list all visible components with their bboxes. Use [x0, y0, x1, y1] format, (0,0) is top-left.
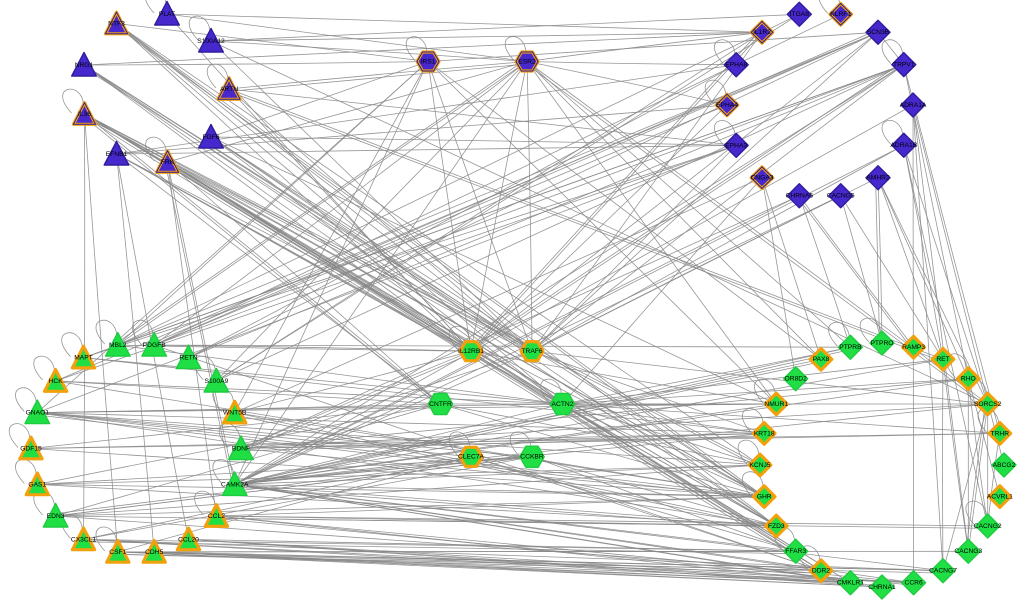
svg-text:ESR2: ESR2 — [518, 58, 536, 65]
svg-text:IL12RB1: IL12RB1 — [458, 348, 484, 355]
svg-text:ADRA1A: ADRA1A — [900, 102, 927, 109]
svg-text:CSF1: CSF1 — [109, 549, 126, 556]
svg-text:ARTN: ARTN — [220, 86, 238, 93]
svg-text:FZD3: FZD3 — [768, 523, 785, 530]
svg-text:CNGA3: CNGA3 — [750, 175, 773, 182]
svg-text:CACNG2: CACNG2 — [974, 523, 1002, 530]
svg-text:PAX8: PAX8 — [813, 356, 830, 363]
svg-text:FRK: FRK — [161, 159, 175, 166]
svg-text:CLEC7A: CLEC7A — [458, 454, 485, 461]
svg-text:MAPT: MAPT — [74, 355, 93, 362]
svg-text:NRG1: NRG1 — [75, 62, 94, 69]
svg-text:EDN3: EDN3 — [47, 513, 65, 520]
svg-text:PLAT: PLAT — [159, 11, 175, 18]
svg-text:S100A9: S100A9 — [204, 378, 228, 385]
svg-text:WNT5B: WNT5B — [223, 410, 247, 417]
svg-text:CNTFR: CNTFR — [429, 401, 452, 408]
svg-text:CACNG3: CACNG3 — [954, 548, 982, 555]
svg-text:TRHR: TRHR — [991, 430, 1010, 437]
svg-text:PTPRO: PTPRO — [870, 340, 893, 347]
svg-text:IRS1: IRS1 — [421, 58, 436, 65]
svg-text:NMUR1: NMUR1 — [764, 401, 788, 408]
svg-text:RHO: RHO — [961, 376, 976, 383]
svg-text:KCNJ5: KCNJ5 — [749, 462, 770, 469]
svg-text:HCK: HCK — [49, 378, 64, 385]
svg-text:BDNF: BDNF — [232, 445, 250, 452]
svg-text:ABCG2: ABCG2 — [993, 462, 1016, 469]
svg-text:EPHA4: EPHA4 — [716, 102, 738, 109]
svg-text:SORCS2: SORCS2 — [974, 401, 1002, 408]
svg-text:IL1R2: IL1R2 — [753, 29, 771, 36]
svg-text:ACVRL1: ACVRL1 — [987, 494, 1013, 501]
svg-text:NTF3: NTF3 — [108, 20, 125, 27]
svg-text:EFNB1: EFNB1 — [106, 151, 128, 158]
svg-text:KLRF1: KLRF1 — [830, 11, 851, 18]
svg-text:CACNG7: CACNG7 — [929, 568, 957, 575]
svg-text:S100A12: S100A12 — [197, 38, 225, 45]
svg-text:SCN3B: SCN3B — [867, 29, 890, 36]
svg-text:CX3CL1: CX3CL1 — [71, 536, 97, 543]
svg-text:CCR6: CCR6 — [904, 580, 922, 587]
svg-text:CHRNA1: CHRNA1 — [868, 584, 896, 591]
svg-text:AMHR2: AMHR2 — [866, 175, 890, 182]
svg-text:KRT18: KRT18 — [754, 430, 775, 437]
svg-text:CCKBR: CCKBR — [520, 454, 544, 461]
svg-text:ADRA1B: ADRA1B — [890, 142, 917, 149]
svg-text:EPHA8: EPHA8 — [725, 62, 747, 69]
svg-text:FGF6: FGF6 — [202, 134, 219, 141]
svg-text:CCL2: CCL2 — [208, 513, 225, 520]
svg-text:EPHA3: EPHA3 — [725, 142, 747, 149]
svg-text:ITGA8: ITGA8 — [790, 11, 810, 18]
svg-text:FFAR3: FFAR3 — [785, 548, 806, 555]
svg-text:CAMK2A: CAMK2A — [221, 481, 249, 488]
svg-text:GDF15: GDF15 — [20, 445, 42, 452]
svg-text:PTPRB: PTPRB — [839, 344, 862, 351]
svg-text:IL36: IL36 — [78, 111, 91, 118]
svg-text:TRAF6: TRAF6 — [521, 348, 542, 355]
svg-text:MBL2: MBL2 — [109, 342, 127, 349]
svg-text:RETN: RETN — [179, 355, 197, 362]
svg-text:CACNG5: CACNG5 — [827, 193, 855, 200]
svg-text:CDH5: CDH5 — [145, 549, 163, 556]
svg-text:DDR2: DDR2 — [812, 568, 830, 575]
svg-text:GHR: GHR — [757, 494, 772, 501]
svg-text:CHRNA5: CHRNA5 — [786, 193, 814, 200]
svg-text:RAMP3: RAMP3 — [902, 344, 925, 351]
svg-text:PDGFB: PDGFB — [143, 342, 167, 349]
svg-text:CCL20: CCL20 — [178, 536, 199, 543]
svg-text:CMKLR1: CMKLR1 — [837, 580, 864, 587]
svg-text:RET: RET — [936, 356, 949, 363]
svg-text:ACTN2: ACTN2 — [552, 401, 574, 408]
svg-text:GAS1: GAS1 — [28, 481, 46, 488]
svg-text:GNAO1: GNAO1 — [26, 410, 50, 417]
svg-text:OR8D2: OR8D2 — [785, 376, 808, 383]
svg-text:TRPV1: TRPV1 — [893, 62, 915, 69]
